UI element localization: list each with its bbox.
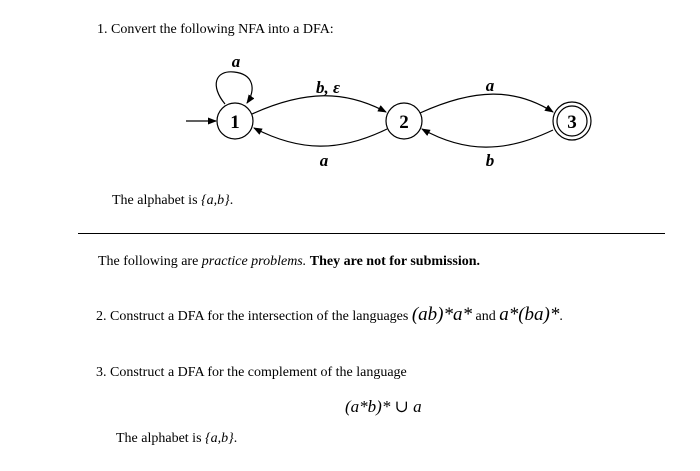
loop-1-label: a	[232, 52, 241, 71]
problem-2-end: .	[559, 309, 563, 324]
problem-2-and: and	[472, 309, 500, 324]
state-2-label: 2	[399, 112, 409, 133]
practice-lead: The following are	[98, 254, 202, 269]
alphabet-text: The alphabet is	[116, 431, 206, 446]
problem-2-language-2: a*(ba)*	[499, 304, 560, 325]
practice-note: The following are practice problems. The…	[98, 254, 480, 270]
problem-2-text: 2. Construct a DFA for the intersection …	[96, 304, 563, 326]
problem-1-text: 1. Convert the following NFA into a DFA:	[97, 22, 334, 37]
loop-1-arrow	[215, 71, 255, 105]
edge-1-2-arrow	[251, 95, 387, 115]
edge-2-1-arrow	[253, 127, 388, 147]
edge-2-1-label: a	[320, 151, 329, 170]
problem-3-formula: (a*b)* ∪ a	[345, 397, 422, 416]
edge-3-2-label: b	[486, 151, 495, 170]
problem-3-text: 3. Construct a DFA for the complement of…	[96, 365, 407, 380]
practice-bold: They are not for submission.	[309, 254, 480, 269]
edge-2-3-label: a	[486, 76, 495, 95]
alphabet-text: The alphabet is	[112, 193, 202, 208]
state-1: 1	[216, 102, 254, 140]
state-2: 2	[385, 102, 423, 140]
alphabet-end: .	[229, 193, 234, 208]
state-3-label: 3	[567, 112, 577, 133]
alphabet-end: .	[233, 431, 238, 446]
edge-1-2-label: b, ε	[316, 78, 340, 97]
problem-2-lead: 2. Construct a DFA for the intersection …	[96, 309, 412, 324]
edge-3-2-arrow	[421, 128, 554, 148]
problem-1-alphabet: The alphabet is {a,b}.	[112, 193, 233, 209]
state-3-accepting: 3	[552, 101, 592, 141]
problem-3-alphabet: The alphabet is {a,b}.	[116, 431, 237, 447]
state-1-label: 1	[230, 112, 240, 133]
horizontal-divider	[78, 233, 665, 234]
alphabet-set: {a,b}	[205, 431, 234, 446]
alphabet-set: {a,b}	[201, 193, 230, 208]
problem-2-language-1: (ab)*a*	[411, 304, 472, 325]
edge-2-3-arrow	[419, 93, 554, 114]
practice-emphasis: practice problems.	[201, 254, 307, 269]
